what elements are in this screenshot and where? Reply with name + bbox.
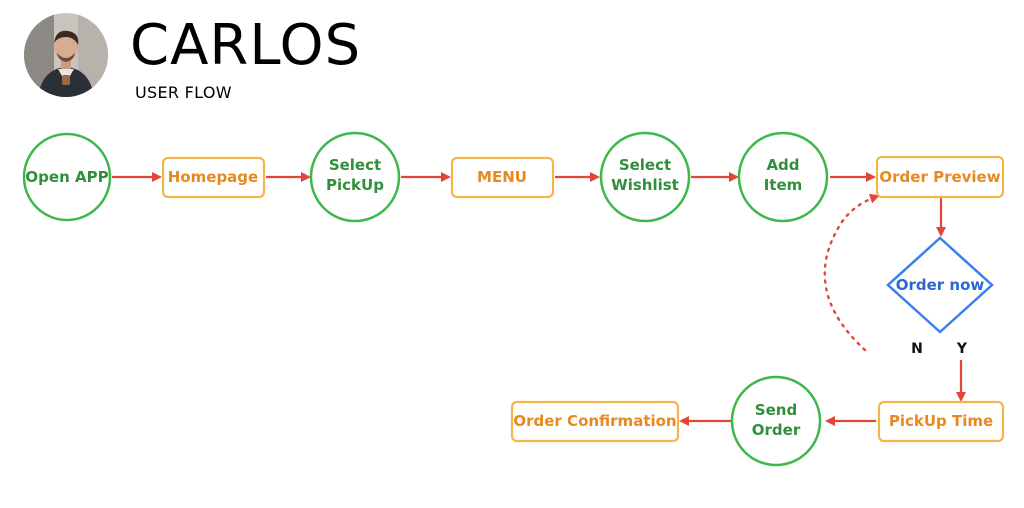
- node-pickup-time-label: PickUp Time: [889, 412, 993, 430]
- node-send-order: Send Order: [730, 375, 822, 467]
- node-select-wishlist-label-1: Select: [619, 156, 671, 174]
- node-send-order-label-2: Order: [752, 421, 801, 439]
- node-open-app: Open APP: [22, 132, 112, 222]
- node-order-confirmation-label: Order Confirmation: [513, 412, 676, 430]
- branch-label-yes: Y: [956, 341, 968, 357]
- node-pickup-time: PickUp Time: [877, 400, 1005, 443]
- connectors: [112, 172, 966, 426]
- node-open-app-label: Open APP: [25, 168, 108, 186]
- node-select-pickup: Select PickUp: [309, 131, 401, 223]
- node-add-item-label-1: Add: [766, 156, 799, 174]
- node-homepage-label: Homepage: [168, 168, 258, 186]
- branch-label-no: N: [911, 341, 923, 357]
- node-order-now: Order now: [886, 236, 994, 334]
- node-order-now-label: Order now: [896, 276, 985, 294]
- node-homepage: Homepage: [161, 156, 266, 199]
- avatar: [24, 13, 108, 97]
- header: CARLOS USER FLOW: [0, 0, 1024, 110]
- node-order-preview-label: Order Preview: [879, 168, 1000, 186]
- arrow-order-now-no-back-to-order-preview: [823, 193, 880, 352]
- node-select-pickup-label-1: Select: [329, 156, 381, 174]
- node-order-confirmation: Order Confirmation: [510, 400, 680, 443]
- node-select-wishlist-label-2: Wishlist: [611, 176, 679, 194]
- node-select-wishlist: Select Wishlist: [599, 131, 691, 223]
- node-send-order-label-1: Send: [755, 401, 797, 419]
- node-add-item: Add Item: [737, 131, 829, 223]
- node-order-preview: Order Preview: [875, 155, 1005, 199]
- node-select-pickup-label-2: PickUp: [326, 176, 384, 194]
- page-subtitle: USER FLOW: [135, 83, 232, 102]
- node-menu: MENU: [450, 156, 555, 199]
- page-title: CARLOS: [130, 13, 362, 78]
- avatar-image: [24, 13, 108, 97]
- node-add-item-label-2: Item: [764, 176, 803, 194]
- node-menu-label: MENU: [477, 168, 527, 186]
